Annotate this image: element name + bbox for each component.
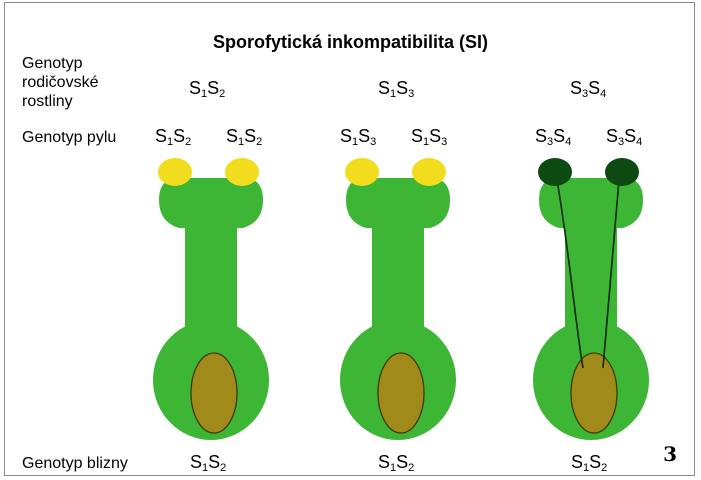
style-3 <box>565 214 617 334</box>
pollen-genotype-2b: S1S3 <box>411 126 447 148</box>
parent-label-line-2: rodičovské <box>22 73 98 92</box>
stigma-row-label: Genotyp blizny <box>22 454 128 473</box>
style-1 <box>185 214 237 334</box>
pollen-grain-3b <box>605 158 639 186</box>
parent-genotype-2: S1S3 <box>378 78 414 100</box>
parent-label-line-3: rostliny <box>22 92 73 111</box>
parent-label-line-1: Genotyp <box>22 54 82 73</box>
ovule-2 <box>378 353 424 433</box>
pollen-grain-2b <box>412 158 446 186</box>
pollen-grain-3a <box>538 158 572 186</box>
ovule-3 <box>571 353 617 433</box>
pollen-genotype-3b: S3S4 <box>606 126 642 148</box>
pollen-genotype-1b: S1S2 <box>226 126 262 148</box>
style-2 <box>372 214 424 334</box>
pollen-grain-1b <box>225 158 259 186</box>
ovule-1 <box>191 353 237 433</box>
pollen-grain-1a <box>158 158 192 186</box>
parent-genotype-3: S3S4 <box>570 78 606 100</box>
stigma-genotype-3: S1S2 <box>571 452 607 474</box>
stigma-genotype-2: S1S2 <box>378 452 414 474</box>
pollen-grain-2a <box>345 158 379 186</box>
stigma-genotype-1: S1S2 <box>190 452 226 474</box>
diagram-title: Sporofytická inkompatibilita (SI) <box>0 32 701 53</box>
pollen-genotype-1a: S1S2 <box>155 126 191 148</box>
pollen-genotype-3a: S3S4 <box>535 126 571 148</box>
parent-genotype-1: S1S2 <box>189 78 225 100</box>
pollen-genotype-2a: S1S3 <box>340 126 376 148</box>
figure-number: 3 <box>663 442 677 466</box>
pollen-row-label: Genotyp pylu <box>22 128 116 147</box>
